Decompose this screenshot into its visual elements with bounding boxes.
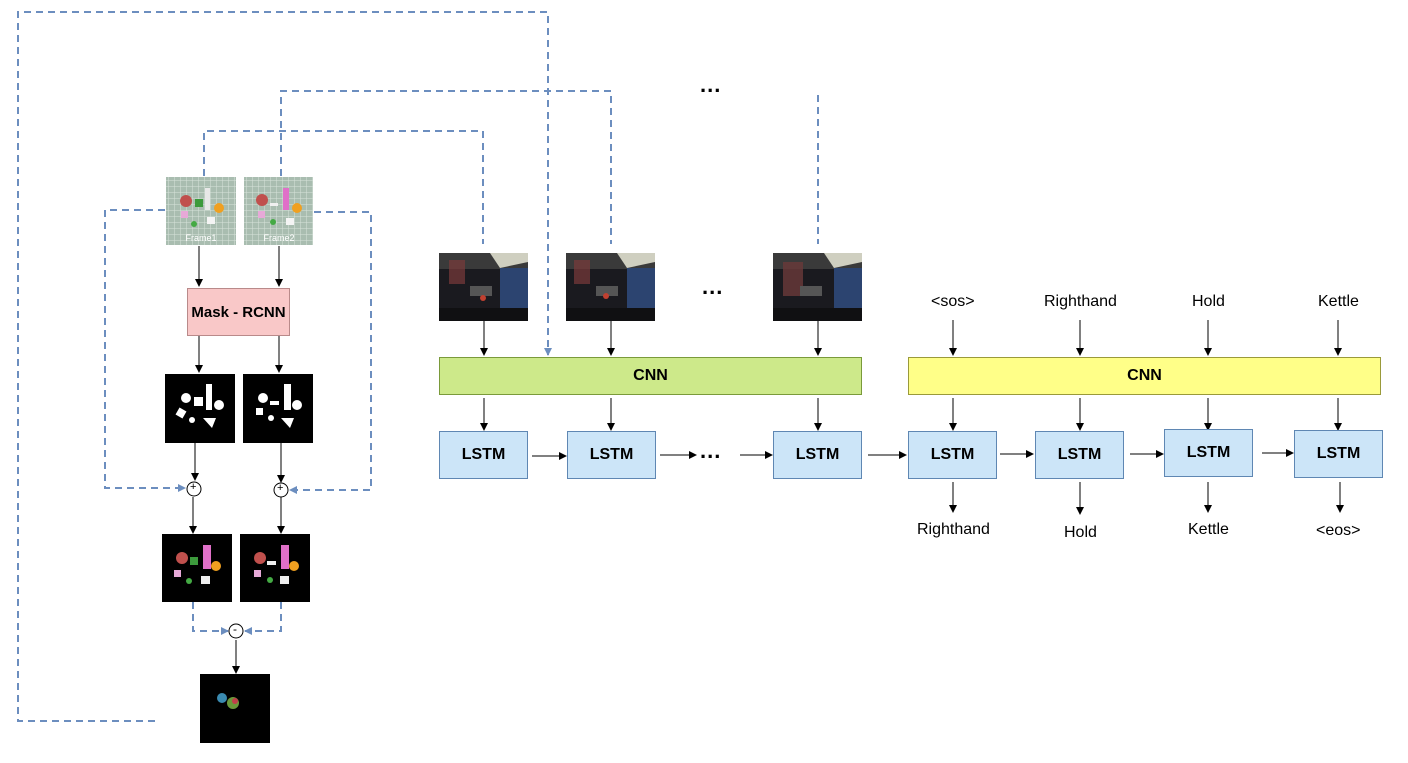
encoder-lstm-2: LSTM [567, 431, 656, 479]
cnn-text-box: CNN [908, 357, 1381, 395]
plus-symbol-2: + [277, 482, 284, 494]
decoder-output-3: <eos> [1316, 522, 1361, 539]
frame2-caption: Frame2 [263, 233, 295, 243]
difference-image [200, 674, 270, 743]
cnn-video-box: CNN [439, 357, 862, 395]
mask-rcnn-box: Mask - RCNN [187, 288, 290, 336]
plus-op-2 [273, 482, 289, 498]
video-frame-1 [439, 253, 528, 321]
arrows [189, 246, 1344, 674]
ellipsis-lstm: ... [700, 438, 722, 463]
decoder-input-3: Kettle [1318, 293, 1359, 310]
frame1-image [166, 177, 236, 245]
operator-circles [186, 481, 289, 639]
masked-frame1-image [162, 534, 232, 602]
plus-op-1 [186, 481, 202, 497]
frame2-image [244, 177, 313, 245]
encoder-lstm-1: LSTM [439, 431, 528, 479]
decoder-output-0: Righthand [917, 521, 990, 538]
video-frame-2 [566, 253, 655, 321]
masked-frame2-image [240, 534, 310, 602]
plus-symbol-1: + [190, 481, 197, 493]
decoder-lstm-4: LSTM [1294, 430, 1383, 478]
decoder-input-1: Righthand [1044, 293, 1117, 310]
ellipsis-frames: ... [702, 274, 724, 299]
minus-op [228, 623, 244, 639]
video-frame-n [773, 253, 862, 321]
minus-symbol: - [233, 622, 237, 636]
decoder-lstm-3: LSTM [1164, 429, 1253, 477]
decoder-output-1: Hold [1064, 524, 1097, 541]
decoder-output-2: Kettle [1188, 521, 1229, 538]
frame1-caption: Frame1 [185, 233, 217, 243]
mask1-image [165, 374, 235, 443]
decoder-lstm-1: LSTM [908, 431, 997, 479]
decoder-input-2: Hold [1192, 293, 1225, 310]
decoder-input-0: <sos> [931, 293, 975, 310]
ellipsis-top: ... [700, 72, 722, 97]
encoder-lstm-n: LSTM [773, 431, 862, 479]
decoder-lstm-2: LSTM [1035, 431, 1124, 479]
mask2-image [243, 374, 313, 443]
dashed-connectors [17, 11, 819, 722]
